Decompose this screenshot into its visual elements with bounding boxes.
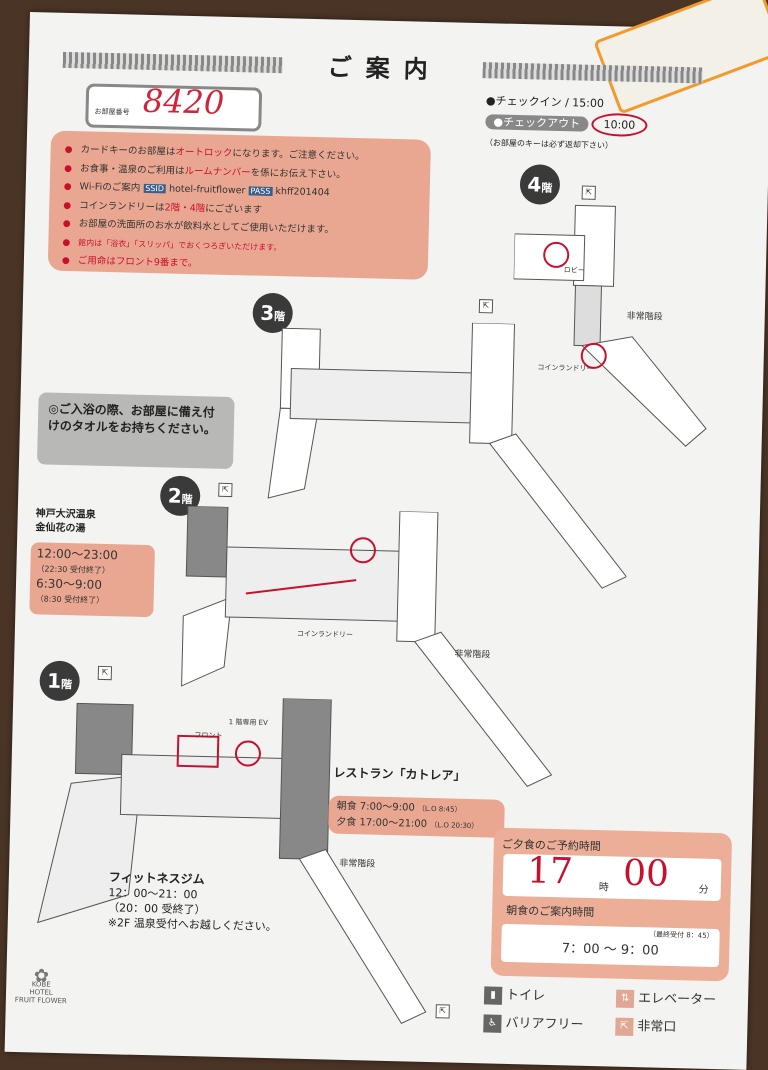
dinner-reservation: ご夕食のご予約時間 17 時 00 分 朝食のご案内時間 （最終受付 8：45）… (490, 827, 733, 982)
checkout-label: ●チェックアウト (485, 114, 589, 132)
room-number-value: 8420 (142, 81, 225, 122)
room-number-box: お部屋番号 8420 (85, 81, 263, 132)
checkout-time: 10:00 (591, 112, 648, 138)
restaurant-title: レストラン「カトレア」 (333, 765, 466, 783)
floor1-stairs-label: 非常階段 (339, 858, 376, 870)
floor2-laundry-label: コインランドリー (296, 629, 353, 640)
title-stripe-left (62, 51, 283, 74)
floor-3-map (267, 322, 628, 589)
guide-sheet: ご案内 お部屋番号 8420 ●チェックイン / 15:00 ●チェックアウト … (4, 0, 768, 1070)
emergency-exit-icon: ⇱ (615, 1017, 634, 1036)
toilet-icon: ▮ (483, 985, 503, 1005)
spa-hours: 12:00～23:00 （22:30 受付終了） 6:30～9:00 （8:30… (29, 542, 156, 618)
fitness-info: フィットネスジム 12：00～21：00 （20：00 受終了） ※2F 温泉受… (107, 870, 277, 934)
dinner-time-box: 17 時 00 分 (502, 850, 722, 902)
floor-2-map (181, 505, 553, 788)
elevator-icon: ⇅ (615, 989, 635, 1008)
bath-towel-notice: ◎ご入浴の際、お部屋に備え付けのタオルをお持ちください。 (36, 392, 235, 470)
checkout-note: （お部屋のキーは必ず返却下さい） (484, 138, 614, 151)
dinner-hour: 17 (526, 850, 574, 893)
dinner-minute: 00 (622, 852, 670, 895)
info-panel: カードキーのお部屋はオートロックになります。ご注意ください。 お食事・温泉のご利… (47, 130, 431, 280)
room-number-label: お部屋番号 (94, 107, 130, 117)
floor4-stairs-label: 非常階段 (626, 311, 663, 323)
floor1-front-label: フロント (194, 731, 223, 740)
breakfast-time-box: （最終受付 8：45） 7：00 ～ 9：00 (500, 923, 720, 968)
floor1-elevator-label: 1 階専用 EV (228, 718, 268, 728)
floor2-stairs-label: 非常階段 (454, 649, 491, 661)
emergency-exit-icon: ⇱ (435, 1004, 450, 1019)
title-stripe-right (482, 62, 703, 84)
wheelchair-icon: ♿ (483, 1013, 502, 1033)
map-legend: ▮トイレ ⇅エレベーター ♿バリアフリー ⇱非常口 (483, 983, 744, 1036)
checkin-checkout: ●チェックイン / 15:00 ●チェックアウト 10:00 （お部屋のキーは必… (485, 91, 648, 156)
emergency-exit-icon: ⇱ (478, 299, 494, 314)
page-title: ご案内 (327, 53, 443, 85)
floor-1-map (37, 697, 427, 1025)
restaurant-hours: 朝食 7:00～9:00 （L.O 8:45） 夕食 17:00～21:00 （… (328, 795, 505, 838)
legend-toilet: ▮トイレ (483, 983, 545, 1005)
floor-4-map (513, 204, 707, 447)
breakfast-title: 朝食のご案内時間 (506, 903, 595, 920)
legend-barrier-free: ♿バリアフリー (483, 1011, 584, 1034)
hotel-logo: ✿ KOBE HOTEL FRUIT FLOWER (6, 965, 77, 1006)
emergency-exit-icon: ⇱ (218, 482, 233, 498)
legend-elevator: ⇅エレベーター (615, 987, 716, 1010)
legend-emergency-exit: ⇱非常口 (615, 1015, 677, 1037)
spa-name: 神戸大沢温泉金仙花の湯 (35, 508, 96, 535)
emergency-exit-icon: ⇱ (97, 665, 113, 681)
emergency-exit-icon: ⇱ (581, 185, 596, 200)
floor4-lobby-label: ロビー (563, 266, 585, 275)
